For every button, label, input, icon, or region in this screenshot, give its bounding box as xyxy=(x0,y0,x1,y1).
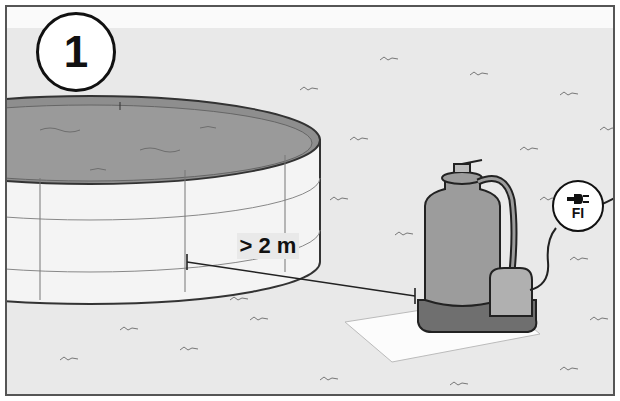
grass-stroke xyxy=(450,382,468,385)
grass-stroke xyxy=(570,257,588,260)
sand-filter-pump xyxy=(418,160,536,332)
grass-stroke xyxy=(250,317,268,320)
callout-number: 1 xyxy=(64,30,88,74)
power-cable xyxy=(530,228,556,290)
grass-stroke xyxy=(350,137,368,140)
grass-stroke xyxy=(600,127,614,130)
grass-stroke xyxy=(120,327,138,330)
grass-stroke xyxy=(320,377,338,380)
grass-stroke xyxy=(560,367,578,370)
grass-stroke xyxy=(560,92,578,95)
step-number-circle: 1 xyxy=(36,12,116,92)
distance-line xyxy=(187,254,415,304)
grass-stroke xyxy=(180,347,198,350)
grass-stroke xyxy=(590,317,608,320)
frame xyxy=(6,6,614,395)
grass-stroke xyxy=(470,72,488,75)
pool xyxy=(6,96,320,304)
rcd-plug-symbol: FI xyxy=(552,180,604,232)
grass-stroke xyxy=(60,357,78,360)
symbol-label: FI xyxy=(572,206,584,220)
grass-stroke xyxy=(395,232,413,235)
grass-stroke xyxy=(230,297,248,300)
grass-stroke xyxy=(380,57,398,60)
plug-icon xyxy=(566,192,590,206)
grass-stroke xyxy=(300,87,318,90)
grass-stroke xyxy=(520,147,538,150)
distance-dimension: > 2 m xyxy=(237,233,300,259)
grass-stroke xyxy=(330,197,348,200)
